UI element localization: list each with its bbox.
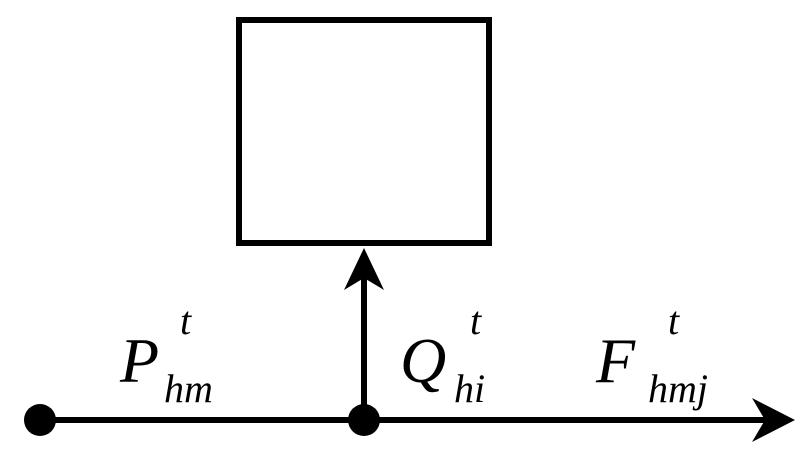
up-arrowhead xyxy=(344,248,384,290)
box-node xyxy=(236,17,492,246)
label-f-sup: t xyxy=(668,298,680,343)
left-node xyxy=(24,404,56,436)
label-f-sub: hmj xyxy=(648,366,708,411)
label-p-sub: hm xyxy=(164,366,213,411)
label-q-main: Q xyxy=(400,325,446,396)
right-arrowhead xyxy=(752,398,795,442)
label-f-main: F xyxy=(595,325,636,396)
label-p-main: P xyxy=(119,325,159,396)
junction-node xyxy=(348,404,380,436)
label-p-sup: t xyxy=(180,298,192,343)
label-q-sup: t xyxy=(470,298,482,343)
label-q-sub: hi xyxy=(454,366,485,411)
